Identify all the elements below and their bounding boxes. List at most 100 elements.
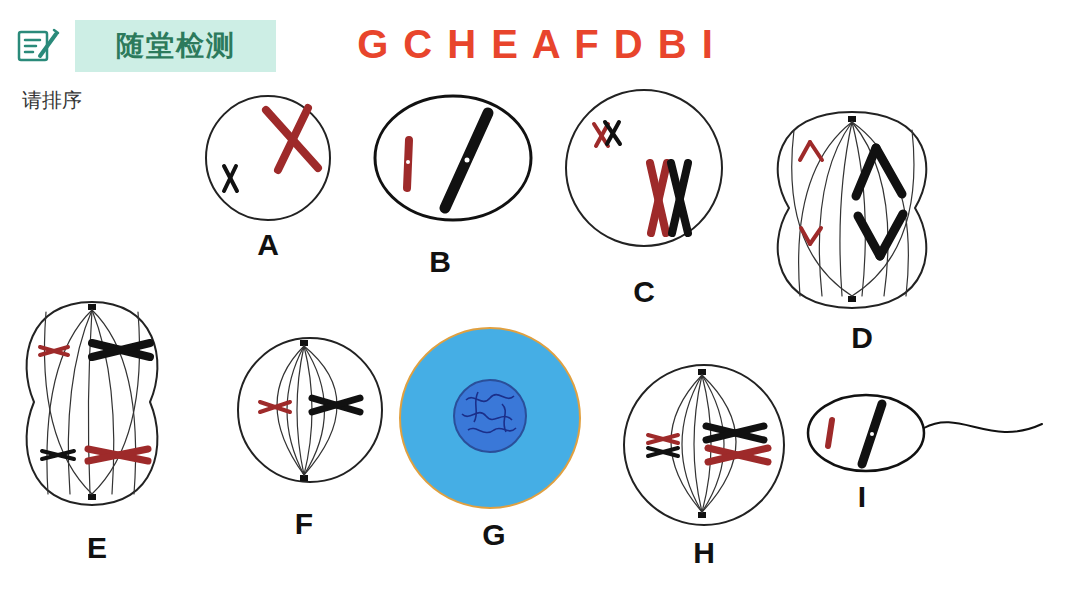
cell-h-part [648,448,678,456]
cell-b-part [407,140,409,188]
cell-a [206,96,330,220]
cell-d-part [856,148,876,196]
cell-e-part [88,449,148,461]
cell-e-part [92,343,150,357]
cell-e-part [40,347,68,355]
cell-d-part [876,148,902,194]
cell-e-part [88,449,148,461]
cell-d-part [800,142,810,160]
cell-d-part-part [852,122,865,296]
cell-a-part [206,96,330,220]
cell-d-part-part [852,122,908,296]
cell-b-part [375,96,531,220]
cell-c-part [566,90,722,246]
cell-d-part [810,142,822,160]
cell-e-part [92,343,150,357]
cell-h-part [698,512,706,518]
cell-d-part [848,296,856,302]
cell-h-part-part [682,375,702,512]
cell-c-part [672,163,688,233]
cell-h-part-part [702,375,736,512]
cell-d-part [801,228,810,244]
cell-d-part-part [792,130,852,296]
cell-e-part-part [92,310,114,494]
cell-b-part [445,113,488,208]
cell-e-part-part [88,310,92,494]
cell-e-part-part [68,310,92,494]
cell-g-part-part [468,428,516,433]
cell-c-part [607,122,619,144]
cell-h-part [671,375,736,512]
cell-f-part [260,402,290,412]
cell-g-part-part [502,404,506,432]
cell-f-part [300,340,308,346]
cell-h-part [648,435,678,443]
cell-d-part [880,214,903,256]
cell-letter: F [295,509,313,539]
cell-g-part-part [466,395,514,402]
cell-f-part [312,398,360,412]
cell-g [400,328,580,508]
cell-d-part-part [840,122,852,296]
cell-b-part [465,158,470,163]
cell-a-part [224,166,236,191]
cell-h-part [648,435,678,443]
cell-f-part [260,402,290,412]
header-text: 随堂检测 [116,27,236,65]
cell-i-part [808,395,924,471]
cell-e-part [27,302,158,505]
cell-h-part [708,448,768,462]
cell-c-part [605,122,620,144]
notepad-icon-part [40,34,56,56]
cell-g-part [454,380,526,452]
cell-d-part [858,216,880,256]
cell-letter: H [693,538,715,568]
cell-g-part [462,392,516,433]
cell-f [238,338,382,482]
cell-d [778,112,927,308]
cell-e-part-part [47,310,92,494]
cell-letter: C [633,277,655,307]
cell-h [624,365,784,525]
cell-c-part [671,163,688,233]
cell-h-part [698,369,706,375]
cell-c-part [650,163,666,233]
notepad-icon-part [25,39,40,42]
answer-sequence: G C H E A F D B I [357,24,715,64]
cell-e-part-part [44,312,92,494]
cell-e-part [42,451,74,459]
cell-g-part-part [474,392,478,422]
cell-e-part [88,494,96,500]
notepad-icon [19,30,58,60]
cell-h-part [706,426,764,440]
cell-f-part-part [297,346,304,475]
cell-e-part [40,347,68,355]
notepad-icon-part [25,45,36,48]
cell-letter: G [482,520,505,550]
cell-letter: B [429,247,451,277]
cell-i-part [828,420,832,446]
cell-b-part [406,160,410,164]
cell-h-part [708,448,768,462]
cell-d-part [792,122,914,296]
cell-e-part-part [92,312,140,494]
cell-h-part [706,426,764,440]
cell-letter: D [851,323,873,353]
cell-a-part [278,108,308,170]
cell-c [566,90,722,246]
cell-i [808,395,1042,471]
cell-f-part [312,398,360,412]
cell-h-part-part [702,375,711,512]
cell-d-part [848,116,856,122]
cell-i-part [862,404,882,464]
notepad-icon-part [54,30,58,33]
cell-d-part-part [819,122,852,296]
cell-b [375,96,531,220]
cell-c-part [651,163,667,233]
cell-i-part [870,432,874,436]
cell-a-part [224,166,237,191]
cell-letter: I [858,482,866,512]
cell-letter: A [257,230,279,260]
cell-h-part [624,365,784,525]
